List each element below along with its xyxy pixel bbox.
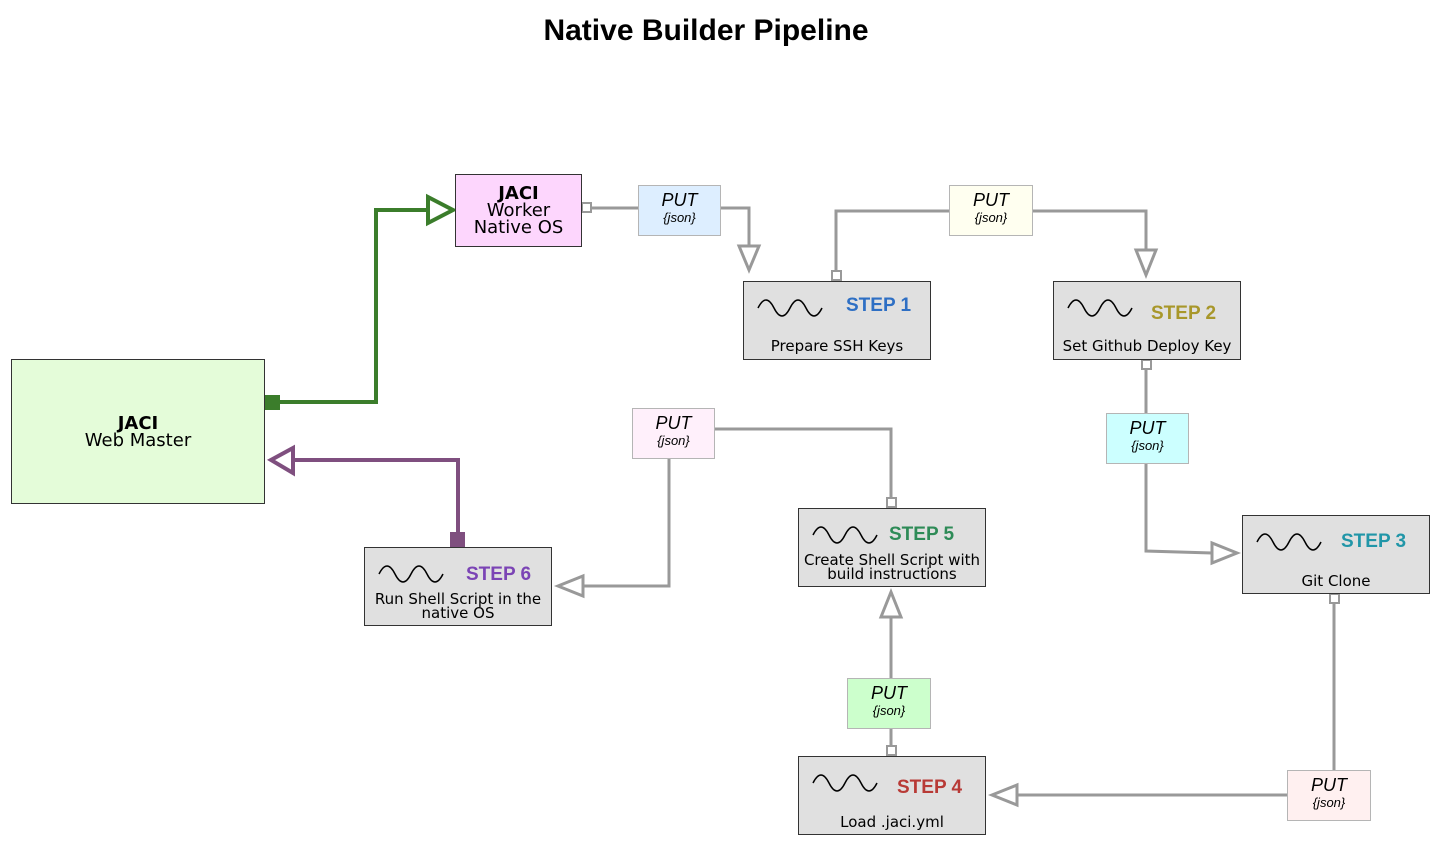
wave-icon	[757, 299, 823, 317]
step-description-line: Load .jaci.yml	[840, 813, 944, 831]
step-description-line: Create Shell Script with	[803, 551, 981, 569]
wave-icon	[1256, 533, 1322, 551]
step-description-line: Git Clone	[1301, 572, 1371, 590]
put-payload: {json}	[872, 703, 906, 718]
put-message-step5-step6: PUT {json}	[632, 408, 715, 459]
step-description-line: build instructions	[827, 565, 957, 583]
dispatch-connector	[265, 193, 458, 410]
worker-os: Native OS	[473, 217, 564, 238]
step-4-node: STEP 4 Load .jaci.yml	[798, 756, 986, 835]
step-label: STEP 1	[846, 295, 912, 316]
put-message-worker-step1: PUT {json}	[638, 185, 721, 236]
put-message-step4-step5: PUT {json}	[847, 678, 931, 729]
step-2-node: STEP 2 Set Github Deploy Key	[1053, 281, 1241, 360]
put-payload: {json}	[1131, 438, 1164, 453]
wave-icon	[812, 774, 878, 792]
web-master-role: Web Master	[84, 429, 192, 451]
step-5-node: STEP 5 Create Shell Script with build in…	[798, 508, 986, 587]
put-verb: PUT	[871, 683, 907, 703]
worker-node: JACI Worker Native OS	[455, 174, 582, 247]
step-1-node: STEP 1 Prepare SSH Keys	[743, 281, 931, 360]
put-message-step1-step2: PUT {json}	[949, 185, 1033, 236]
wave-icon	[1067, 299, 1133, 317]
web-master-name: JACI	[117, 412, 159, 434]
step-description: Load .jaci.yml	[799, 813, 985, 831]
step-description-line: native OS	[421, 604, 495, 622]
step-label: STEP 6	[466, 564, 532, 585]
step-description-line: Prepare SSH Keys	[770, 337, 904, 355]
step-6-node: STEP 6 Run Shell Script in the native OS	[364, 547, 552, 626]
step-description: Run Shell Script in the native OS	[365, 590, 551, 622]
step-description: Prepare SSH Keys	[744, 337, 930, 355]
worker-name: JACI	[498, 183, 539, 204]
step-3-node: STEP 3 Git Clone	[1242, 515, 1430, 594]
put-payload: {json}	[657, 433, 690, 448]
put-payload: {json}	[663, 210, 696, 225]
step-description: Create Shell Script with build instructi…	[799, 551, 985, 583]
put-payload: {json}	[974, 210, 1008, 225]
put-message-step2-step3: PUT {json}	[1106, 413, 1189, 464]
result-connector	[266, 444, 465, 547]
step-label: STEP 4	[897, 777, 963, 798]
put-verb: PUT	[1311, 775, 1347, 795]
connector-step4-step5	[878, 587, 904, 756]
put-verb: PUT	[973, 190, 1009, 210]
put-verb: PUT	[661, 190, 698, 210]
step-label: STEP 3	[1341, 531, 1407, 552]
step-label: STEP 5	[889, 524, 955, 545]
step-label: STEP 2	[1151, 303, 1217, 324]
diagram-title: Native Builder Pipeline	[543, 14, 869, 47]
wave-icon	[378, 565, 444, 583]
put-verb: PUT	[655, 413, 692, 433]
put-message-step3-step4: PUT {json}	[1287, 770, 1371, 821]
web-master-node: JACI Web Master	[11, 359, 265, 504]
worker-role: Worker	[486, 200, 551, 221]
wave-icon	[812, 526, 878, 544]
step-description: Set Github Deploy Key	[1054, 337, 1240, 355]
step-description-line: Set Github Deploy Key	[1062, 337, 1232, 355]
step-description-line: Run Shell Script in the	[374, 590, 542, 608]
step-description: Git Clone	[1243, 572, 1429, 590]
put-verb: PUT	[1129, 418, 1166, 438]
put-payload: {json}	[1312, 795, 1346, 810]
